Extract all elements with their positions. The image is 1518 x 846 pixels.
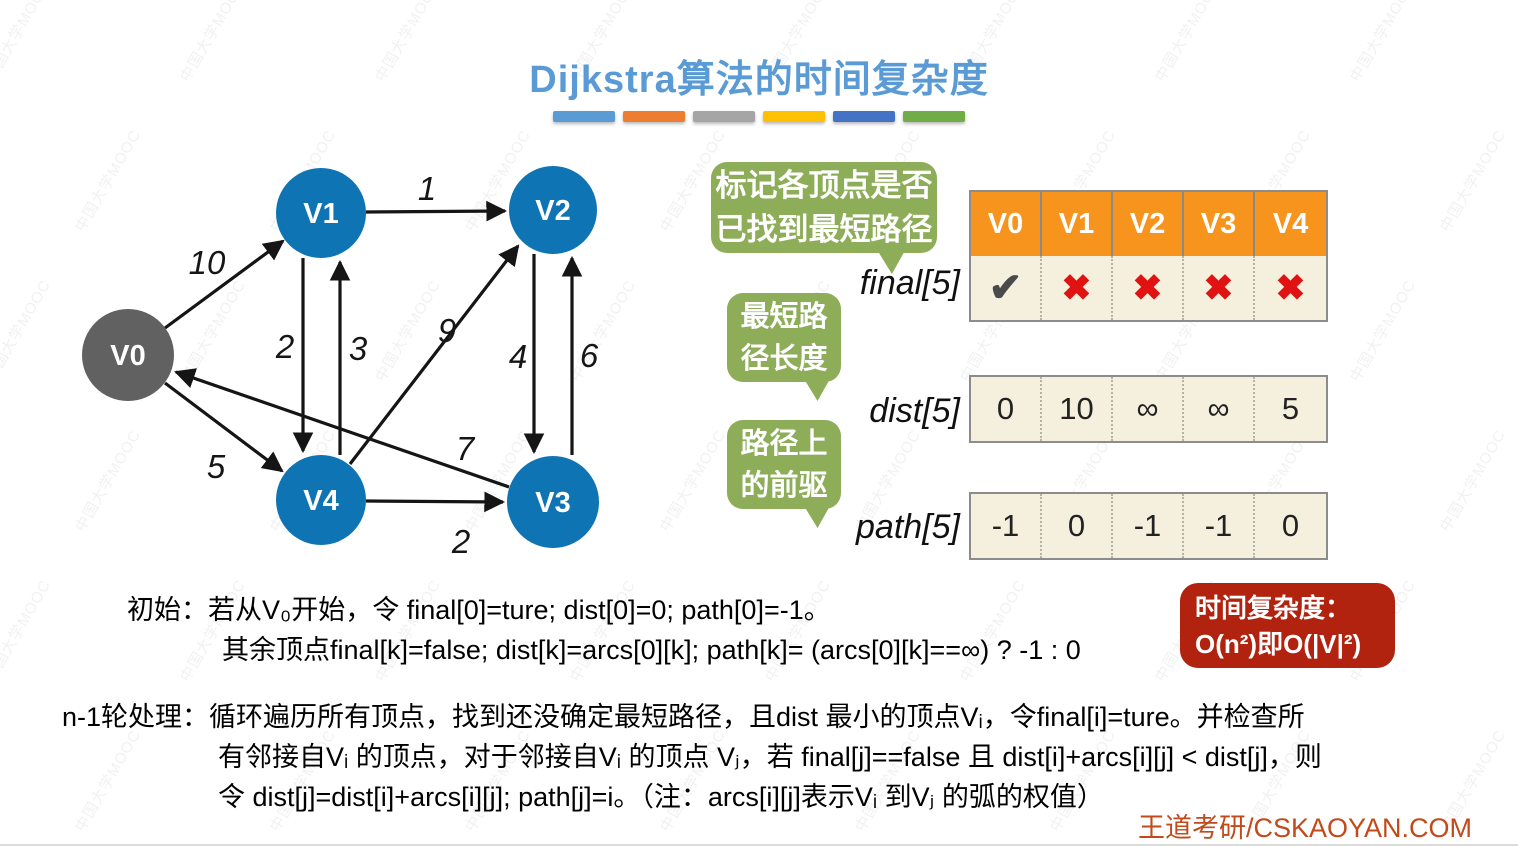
rounds-text-1: 循环遍历所有顶点，找到还没确定最短路径，且dist 最小的顶点Vᵢ，令final… <box>209 702 1305 732</box>
divider-bar <box>623 111 685 122</box>
edge-V1-V2 <box>365 200 508 222</box>
mooc-watermark: 中国大学MOOC <box>1437 427 1510 535</box>
dist-cell-3: ∞ <box>1184 377 1255 441</box>
graph-node-V4 <box>276 455 366 545</box>
graph-node-label-V2: V2 <box>535 195 570 227</box>
edge-V0-V1 <box>164 239 285 330</box>
mooc-watermark: 中国大学MOOC <box>1347 277 1420 385</box>
final-array-label: final[5] <box>859 264 960 302</box>
site-watermark: 王道考研/CSKAOYAN.COM <box>1137 813 1472 843</box>
final-cell-2: ✖ <box>1113 256 1184 320</box>
graph-node-V2 <box>509 166 597 254</box>
edge-weight-V1-V2: 1 <box>418 170 436 207</box>
rounds-line-1: n-1轮处理：循环遍历所有顶点，找到还没确定最短路径，且dist 最小的顶点Vᵢ… <box>62 695 1305 734</box>
divider-bar <box>903 111 965 122</box>
path-cell-1: 0 <box>1042 494 1113 558</box>
init-label: 初始： <box>127 595 208 625</box>
callout-tail <box>802 377 831 401</box>
edge-weight-V0-V4: 5 <box>207 448 226 485</box>
rounds-line-3: 令 dist[j]=dist[i]+arcs[i][j]; path[j]=i。… <box>218 782 1104 812</box>
graph-node-label-V1: V1 <box>303 198 338 230</box>
check-icon: ✔ <box>988 266 1023 310</box>
edge-V4-V2 <box>348 244 520 465</box>
edge-weight-V4-V3: 2 <box>451 523 470 560</box>
final-cell-1: ✖ <box>1042 256 1113 320</box>
final-cell-3: ✖ <box>1184 256 1255 320</box>
cross-icon: ✖ <box>1061 267 1092 308</box>
graph-node-V3 <box>507 456 599 548</box>
final-cell-0: ✔ <box>971 256 1042 320</box>
rounds-label: n-1轮处理： <box>62 702 210 732</box>
graph-node-label-V0: V0 <box>110 340 145 372</box>
column-header-V4: V4 <box>1255 192 1326 256</box>
edge-V3-V0 <box>174 368 510 489</box>
graph-node-label-V4: V4 <box>303 485 338 517</box>
edge-weight-V3-V2: 6 <box>580 337 599 374</box>
mooc-watermark: 中国大学MOOC <box>1437 127 1510 235</box>
divider-bar <box>833 111 895 122</box>
callout-dist-line1: 最短路 <box>740 300 828 333</box>
edge-weight-V4-V1: 3 <box>349 330 368 367</box>
edge-V4-V3 <box>365 491 506 513</box>
time-complexity-box: 时间复杂度： O(n²)即O(|V|²) <box>1180 583 1395 668</box>
callout-tail <box>802 504 831 528</box>
divider-bar <box>763 111 825 122</box>
column-header-V0: V0 <box>971 192 1042 256</box>
edge-weight-V3-V0: 7 <box>456 430 476 467</box>
callout-dist-line2: 径长度 <box>740 342 828 375</box>
edge-weight-V4-V2: 9 <box>438 312 456 349</box>
rounds-line-2: 有邻接自Vᵢ 的顶点，对于邻接自Vᵢ 的顶点 Vⱼ，若 final[j]==fa… <box>218 742 1322 772</box>
path-cell-3: -1 <box>1184 494 1255 558</box>
cross-icon: ✖ <box>1132 267 1163 308</box>
divider-bar <box>693 111 755 122</box>
init-line-1: 初始：若从V₀开始，令 final[0]=ture; dist[0]=0; pa… <box>127 588 831 627</box>
path-array-label: path[5] <box>856 508 960 546</box>
init-line-2: 其余顶点final[k]=false; dist[k]=arcs[0][k]; … <box>222 635 1081 665</box>
edge-weight-V2-V3: 4 <box>509 338 527 375</box>
edge-weight-V0-V1: 10 <box>189 244 226 281</box>
callout-path: 路径上 的前驱 <box>727 420 841 528</box>
callout-final: 标记各顶点是否 已找到最短路径 <box>711 162 937 274</box>
dist-cell-0: 0 <box>971 377 1042 441</box>
divider-bars <box>553 111 965 122</box>
dist-cell-4: 5 <box>1281 391 1300 426</box>
graph-node-V1 <box>276 168 366 258</box>
cross-icon: ✖ <box>1275 267 1306 308</box>
dist-array-label: dist[5] <box>869 392 960 430</box>
path-cell-4: 0 <box>1281 508 1300 543</box>
page-title: Dijkstra算法的时间复杂度 <box>529 59 989 101</box>
init-text-1: 若从V₀开始，令 final[0]=ture; dist[0]=0; path[… <box>208 595 831 625</box>
path-cell-2: -1 <box>1113 494 1184 558</box>
callout-final-line1: 标记各顶点是否 <box>715 167 933 203</box>
callout-path-line1: 路径上 <box>740 427 828 460</box>
dist-cell-1: 10 <box>1042 377 1113 441</box>
mooc-watermark: 中国大学MOOC <box>72 727 145 835</box>
graph-node-V0 <box>82 309 174 401</box>
edge-weight-V1-V4: 2 <box>275 328 294 365</box>
cross-icon: ✖ <box>1203 267 1234 308</box>
dist-cell-2: ∞ <box>1113 377 1184 441</box>
final-cell-4: ✖ <box>1255 256 1326 320</box>
divider-bar <box>553 111 615 122</box>
edge-V0-V4 <box>164 381 284 473</box>
column-header-V2: V2 <box>1113 192 1184 256</box>
graph-node-label-V3: V3 <box>535 487 570 519</box>
time-complexity-value: O(n²)即O(|V|²) <box>1195 629 1362 659</box>
column-header-V1: V1 <box>1042 192 1113 256</box>
column-header-V3: V3 <box>1184 192 1255 256</box>
time-complexity-title: 时间复杂度： <box>1195 593 1352 623</box>
callout-dist: 最短路 径长度 <box>727 293 841 401</box>
path-cell-0: -1 <box>971 494 1042 558</box>
callout-final-line2: 已找到最短路径 <box>715 211 933 247</box>
callout-path-line2: 的前驱 <box>740 469 828 502</box>
